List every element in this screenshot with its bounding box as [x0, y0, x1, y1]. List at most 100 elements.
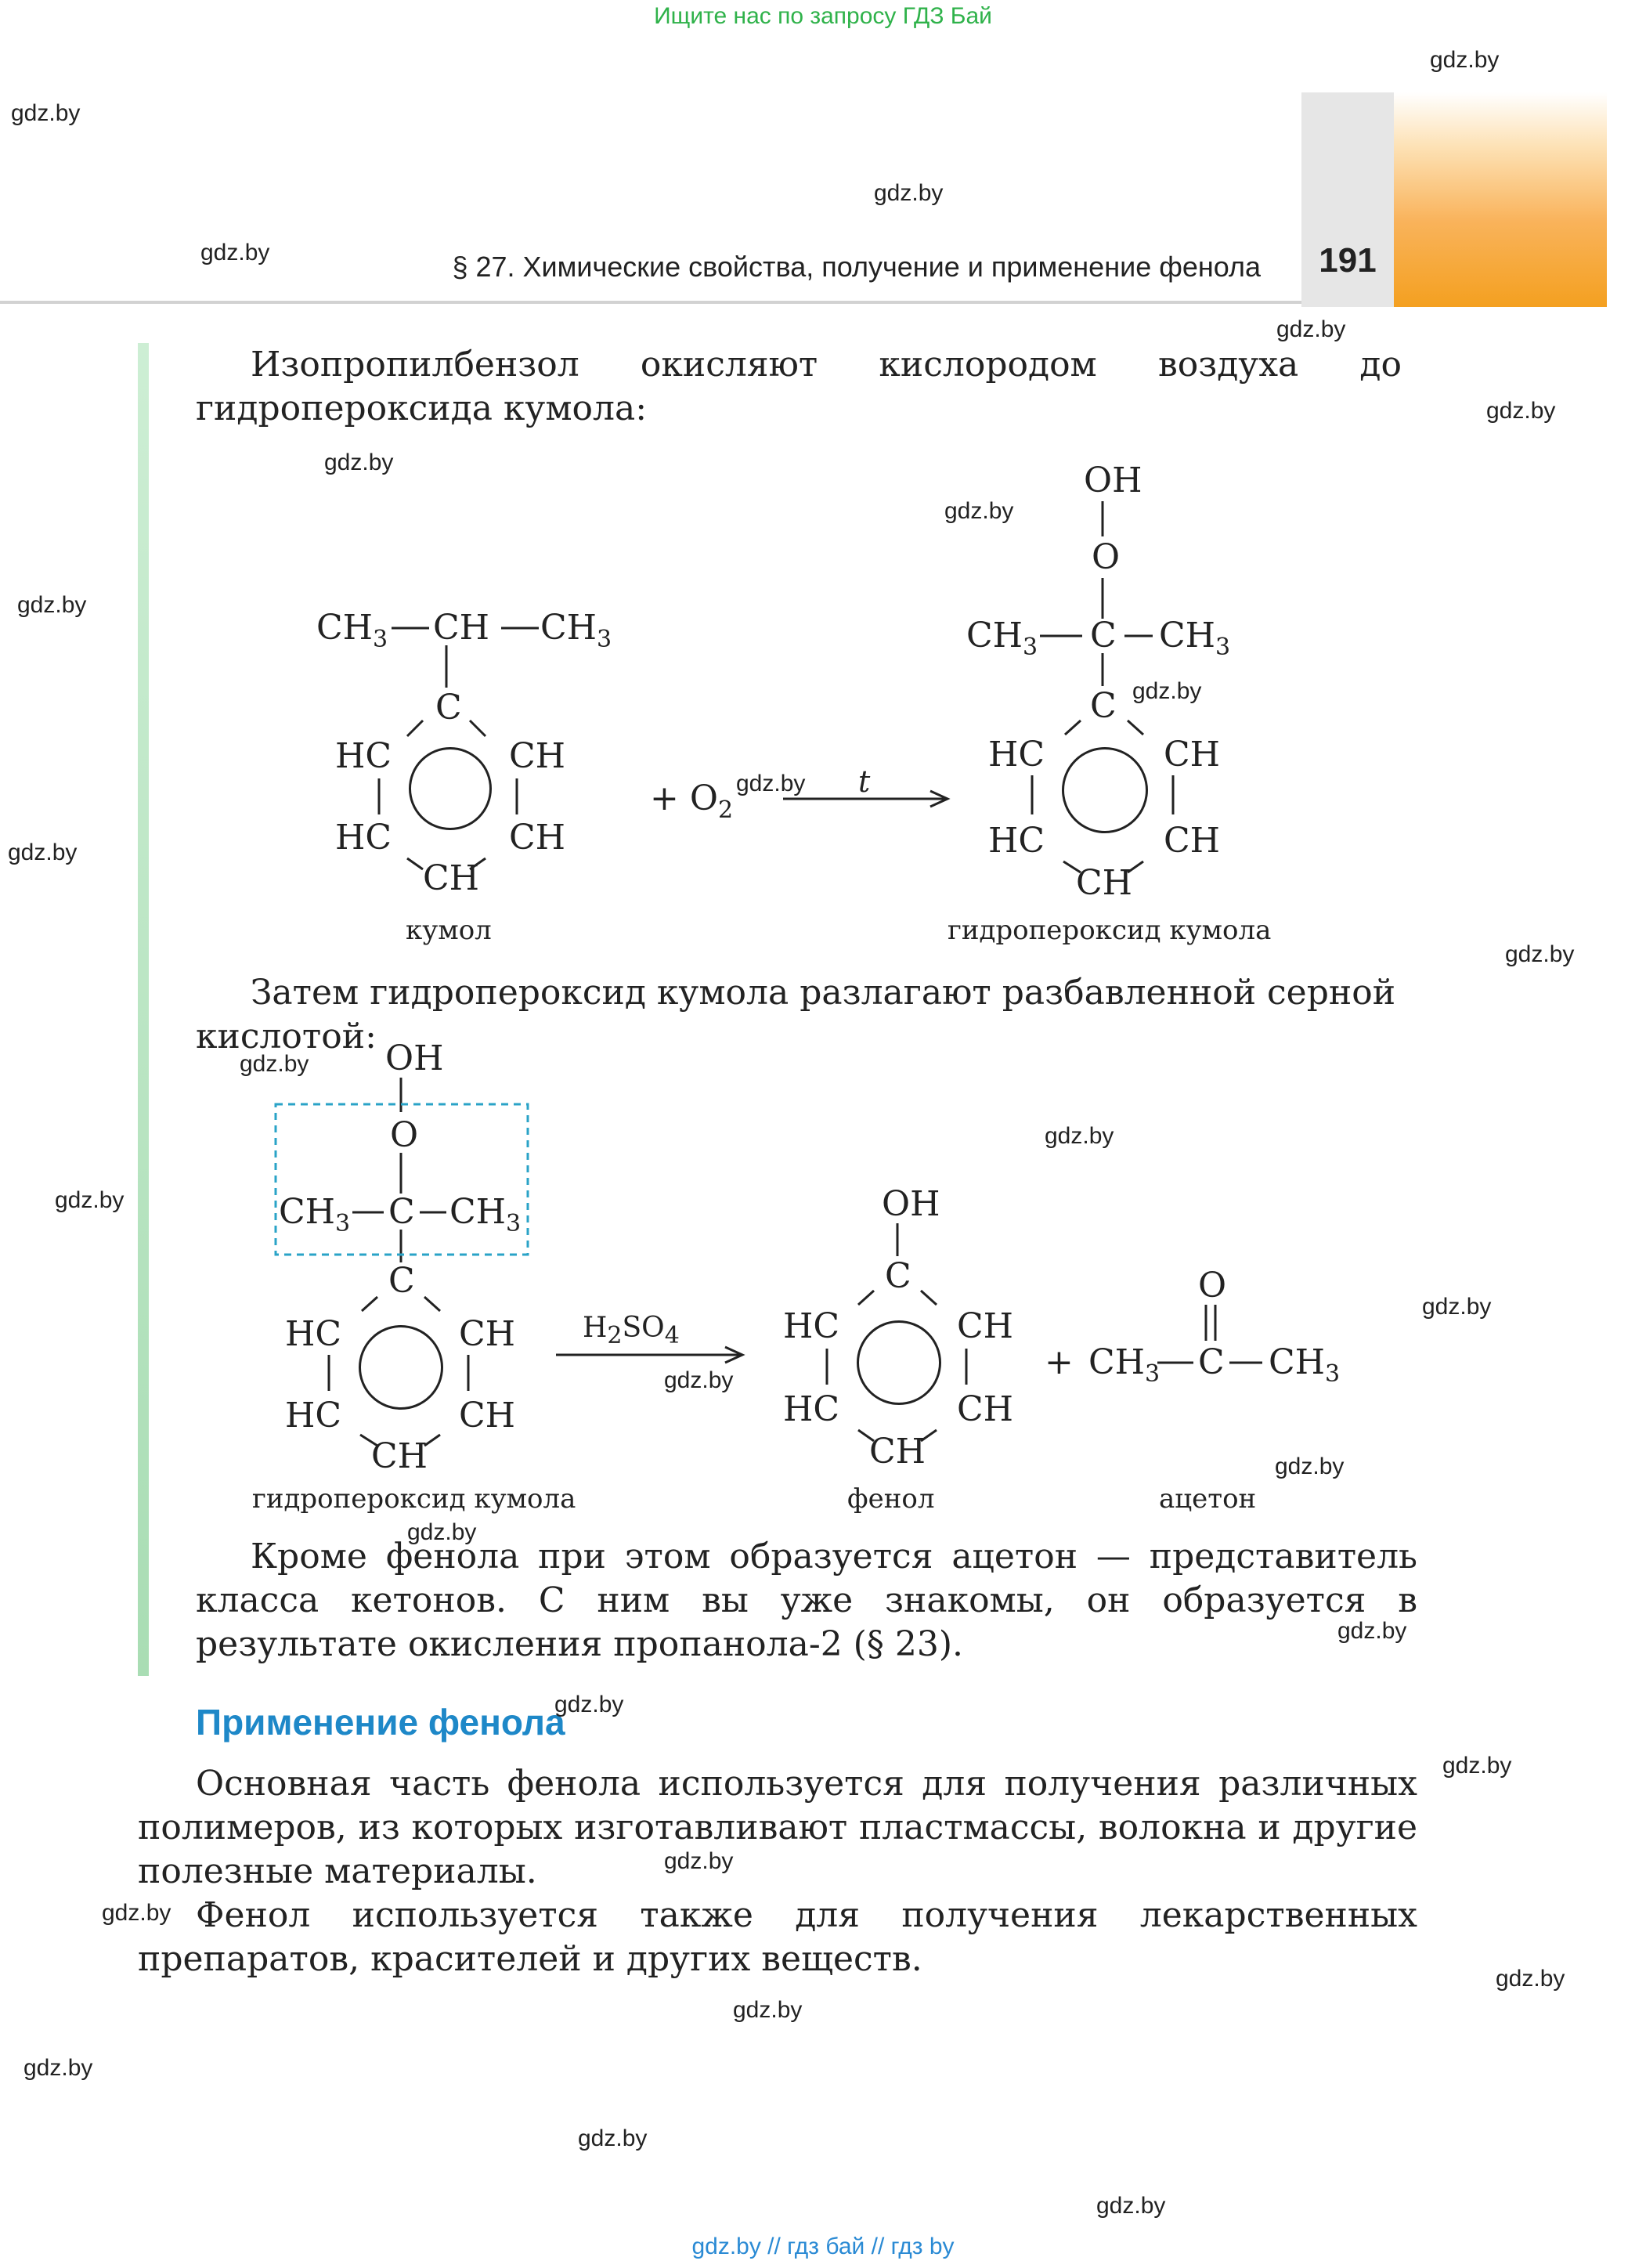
atom-c: C [1090, 686, 1117, 726]
plus-sign: + [1045, 1342, 1074, 1382]
watermark[interactable]: gdz.by [1422, 1294, 1492, 1320]
atom-ch3-right: CH3 [540, 608, 612, 653]
caption-cumene: кумол [406, 915, 492, 946]
bond [1127, 860, 1144, 874]
watermark[interactable]: gdz.by [874, 180, 944, 206]
benzene-ring [359, 1325, 443, 1410]
bond [919, 1289, 938, 1306]
bond [1063, 719, 1082, 736]
atom-o: O [390, 1115, 419, 1155]
atom-hc: HC [285, 1314, 342, 1354]
watermark[interactable]: gdz.by [733, 1997, 803, 2023]
atom-ch: CH [459, 1396, 516, 1436]
atom-ch: CH [509, 736, 566, 776]
header-rule [0, 301, 1301, 304]
watermark[interactable]: gdz.by [55, 1187, 125, 1213]
bond [469, 857, 486, 871]
atom-oh: OH [882, 1184, 940, 1224]
watermark[interactable]: gdz.by [240, 1051, 309, 1077]
atom-ch: CH [433, 608, 490, 648]
atom-c: C [1090, 616, 1117, 655]
atom-c: C [1198, 1342, 1225, 1382]
atom-ch: CH [371, 1436, 428, 1476]
caption-cumene-hydroperoxide: гидропероксид кумола [948, 915, 1272, 946]
page-tab-grey [1301, 92, 1394, 307]
atom-ch3-right: CH3 [1159, 616, 1231, 661]
watermark[interactable]: gdz.by [1337, 1618, 1407, 1644]
watermark[interactable]: gdz.by [1442, 1753, 1512, 1779]
atom-hc: HC [783, 1389, 840, 1429]
atom-hc: HC [335, 736, 392, 776]
atom-hc: HC [285, 1396, 342, 1436]
watermark[interactable]: gdz.by [407, 1519, 477, 1545]
atom-hc: HC [988, 821, 1045, 861]
page-number: 191 [1319, 241, 1377, 280]
atom-ch: CH [869, 1432, 926, 1472]
watermark[interactable]: gdz.by [1486, 398, 1556, 424]
watermark[interactable]: gdz.by [1276, 316, 1346, 342]
bond [857, 1289, 875, 1306]
atom-ch3-right: CH3 [449, 1192, 522, 1237]
watermark[interactable]: gdz.by [664, 1848, 734, 1874]
watermark[interactable]: gdz.by [11, 100, 81, 126]
bond [920, 1428, 937, 1443]
watermark[interactable]: gdz.by [1275, 1454, 1345, 1479]
atom-ch: CH [459, 1314, 516, 1354]
watermark[interactable]: gdz.by [17, 592, 87, 618]
atom-hc: HC [783, 1306, 840, 1346]
benzene-ring [857, 1320, 941, 1405]
bond [1063, 860, 1081, 874]
condition-t: t [858, 764, 871, 799]
paragraph-4: Основная часть фенола используется для п… [138, 1764, 1417, 1891]
watermark[interactable]: gdz.by [200, 240, 270, 265]
atom-c: C [388, 1261, 415, 1301]
top-banner[interactable]: Ищите нас по запросу ГДЗ Бай [654, 3, 992, 29]
atom-ch: CH [423, 858, 480, 898]
atom-o: O [1092, 537, 1121, 577]
watermark[interactable]: gdz.by [1045, 1123, 1114, 1149]
bottom-banner[interactable]: gdz.by // гдз бай // гдз by [691, 2234, 955, 2259]
watermark[interactable]: gdz.by [8, 840, 78, 865]
section-heading: Применение фенола [196, 1702, 565, 1743]
bond [1126, 719, 1145, 736]
benzene-ring [409, 747, 492, 830]
atom-ch3-left: CH3 [279, 1192, 351, 1237]
page-tab-orange [1394, 92, 1607, 307]
atom-ch3-left: CH3 [1088, 1342, 1161, 1388]
watermark[interactable]: gdz.by [736, 771, 806, 796]
paragraph-5: Фенол используется также для получения л… [138, 1895, 1417, 1979]
atom-oh: OH [385, 1038, 444, 1078]
bond [423, 1295, 442, 1313]
watermark[interactable]: gdz.by [578, 2125, 648, 2151]
highlight-box [274, 1103, 529, 1256]
watermark[interactable]: gdz.by [1430, 47, 1500, 73]
catalyst-h2so4: H2SO4 [583, 1312, 680, 1350]
atom-c: C [388, 1192, 415, 1232]
bond [359, 1433, 378, 1447]
running-header: § 27. Химические свойства, получение и п… [452, 251, 1261, 283]
watermark[interactable]: gdz.by [1132, 678, 1202, 704]
watermark[interactable]: gdz.by [944, 498, 1014, 524]
watermark[interactable]: gdz.by [1505, 941, 1575, 967]
atom-oh: OH [1084, 460, 1142, 500]
paragraph-1: Изопропилбензол окисляют кислородом возд… [196, 345, 1402, 428]
watermark[interactable]: gdz.by [664, 1367, 734, 1393]
bond [857, 1428, 875, 1443]
watermark[interactable]: gdz.by [102, 1900, 171, 1926]
side-accent-bar [138, 343, 149, 1676]
watermark[interactable]: gdz.by [23, 2055, 93, 2081]
atom-ch3-right: CH3 [1269, 1342, 1341, 1388]
watermark[interactable]: gdz.by [1496, 1966, 1565, 1992]
caption-phenol: фенол [847, 1483, 935, 1515]
watermark[interactable]: gdz.by [554, 1692, 624, 1717]
atom-ch3-left: CH3 [966, 616, 1038, 661]
caption-cumene-hydroperoxide-2: гидропероксид кумола [252, 1483, 576, 1515]
bond [406, 857, 424, 871]
watermark[interactable]: gdz.by [324, 450, 394, 475]
atom-hc: HC [335, 818, 392, 858]
bond [468, 719, 487, 738]
watermark[interactable]: gdz.by [1096, 2193, 1166, 2219]
atom-c: C [885, 1256, 911, 1296]
reagent-o2: + O2 [650, 778, 734, 824]
